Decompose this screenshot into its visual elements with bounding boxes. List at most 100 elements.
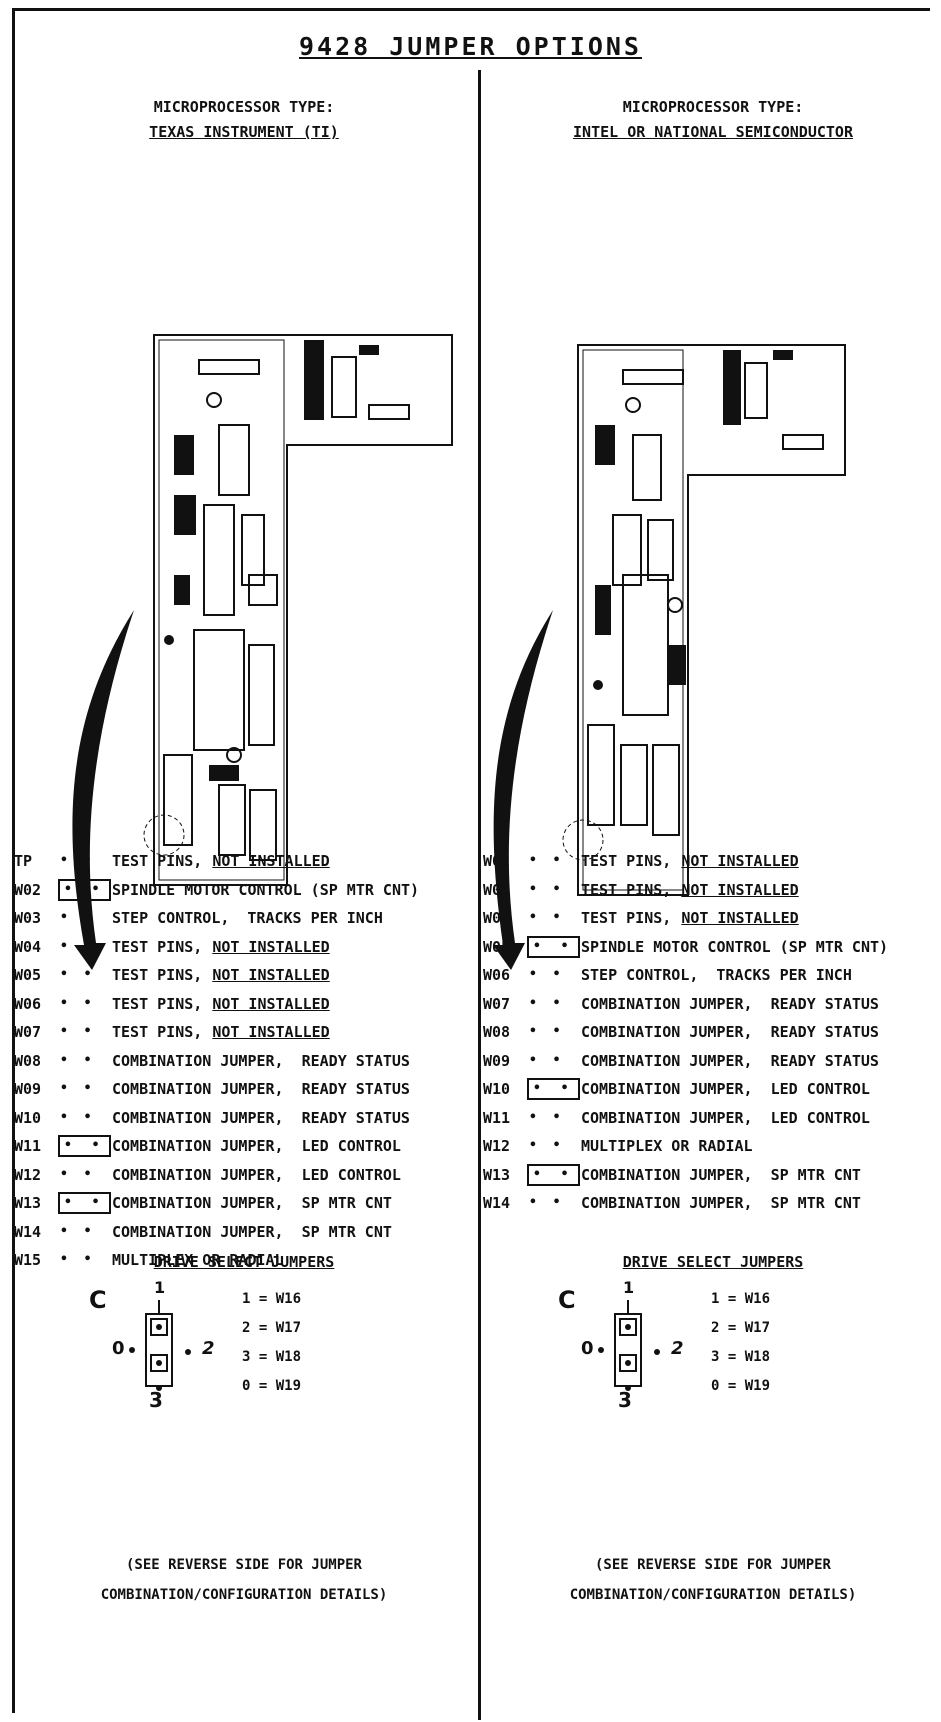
ti-jumper-desc-text: COMBINATION JUMPER,	[112, 1051, 284, 1070]
ti-jumper-row: W15• •MULTIPLEX OR RADIAL	[14, 1246, 474, 1275]
ti-jumper-pins: • •	[58, 1166, 112, 1184]
ti-jumper-description: COMBINATION JUMPER, LED CONTROL	[112, 1137, 401, 1155]
ti-jumper-id: W03	[14, 909, 42, 928]
ti-jumper-function: READY STATUS	[301, 1080, 410, 1099]
ti-jumper-pins: • •	[58, 1223, 112, 1241]
jumper-pins-icon: • •	[529, 1024, 565, 1040]
intel-jumper-id: W11	[483, 1108, 511, 1127]
ti-jumper-pins: • •	[58, 1135, 112, 1158]
intel-jumper-row: W05• •SPINDLE MOTOR CONTROL (SP MTR CNT)	[483, 933, 941, 962]
intel-jumper-desc-text: COMBINATION JUMPER,	[581, 1023, 753, 1042]
intel-jumper-desc-text: COMBINATION JUMPER,	[581, 1165, 753, 1184]
ti-ds-mapping: 1 = W16 2 = W17 3 = W18 0 = W19	[242, 1285, 301, 1401]
ti-jumper-id: W12	[14, 1165, 42, 1184]
intel-jumper-desc-text: COMBINATION JUMPER,	[581, 994, 753, 1013]
ti-jumper-pins: • •	[58, 966, 112, 984]
ti-heading: MICROPROCESSOR TYPE: TEXAS INSTRUMENT (T…	[14, 95, 474, 145]
ti-jumper-desc-text: STEP CONTROL,	[112, 909, 230, 928]
jumper-pins-icon: • •	[529, 1052, 565, 1068]
ti-ds-jumper-block	[129, 1300, 191, 1391]
ti-ds-label-3: 3	[149, 1388, 163, 1412]
intel-jumper-desc-text: MULTIPLEX OR RADIAL	[581, 1137, 753, 1156]
jumper-installed-pins-icon: • •	[527, 935, 581, 958]
intel-jumper-description: COMBINATION JUMPER,READY STATUS	[581, 1023, 879, 1041]
ti-ds-map-row: 3 = W18	[242, 1349, 302, 1365]
intel-jumper-row: W12• •MULTIPLEX OR RADIAL	[483, 1132, 941, 1161]
intel-jumper-description: TEST PINS, NOT INSTALLED	[581, 852, 799, 870]
intel-jumper-description: STEP CONTROL,TRACKS PER INCH	[581, 966, 852, 984]
intel-jumper-row: W07• •COMBINATION JUMPER,READY STATUS	[483, 990, 941, 1019]
ti-jumper-row: TP• •TEST PINS,NOT INSTALLED	[14, 847, 474, 876]
intel-jumper-id: W09	[483, 1051, 511, 1070]
ti-heading-label: MICROPROCESSOR TYPE:	[153, 98, 335, 116]
ti-jumper-row: W05• •TEST PINS,NOT INSTALLED	[14, 961, 474, 990]
intel-jumper-desc-text: TEST PINS,	[581, 880, 672, 899]
ti-jumper-id: TP	[14, 852, 33, 871]
intel-jumper-description: COMBINATION JUMPER,SP MTR CNT	[581, 1166, 861, 1184]
jumper-pins-icon: • •	[60, 1024, 96, 1040]
intel-jumper-pins: • •	[527, 935, 581, 958]
intel-ds-label-2: 2	[671, 1338, 684, 1359]
ti-jumper-row: W14• •COMBINATION JUMPER,SP MTR CNT	[14, 1218, 474, 1247]
intel-jumper-row: W04• •TEST PINS,NOT INSTALLED	[483, 904, 941, 933]
intel-jumper-pins: • •	[527, 1137, 581, 1155]
ti-jumper-desc-text: COMBINATION JUMPER,	[112, 1137, 284, 1156]
ti-jumper-pins: • •	[58, 1023, 112, 1041]
intel-ds-map-row: 3 = W18	[711, 1349, 771, 1365]
intel-jumper-description: COMBINATION JUMPER,LED CONTROL	[581, 1109, 870, 1127]
intel-jumper-description: MULTIPLEX OR RADIAL	[581, 1137, 753, 1155]
intel-jumper-row: W14• •COMBINATION JUMPER,SP MTR CNT	[483, 1189, 941, 1218]
intel-drive-select-diagram: C 1 0 2 3 1 = W16 2 = W17 3 = W18 0 = W1…	[483, 1278, 941, 1430]
intel-board-illustration	[483, 245, 941, 1045]
intel-column: MICROPROCESSOR TYPE: INTEL OR NATIONAL S…	[483, 95, 941, 1603]
ti-jumper-function: LED CONTROL	[301, 1137, 401, 1156]
intel-heading-type: INTEL OR NATIONAL SEMICONDUCTOR	[573, 123, 853, 141]
jumper-pins-icon: • •	[60, 1223, 96, 1239]
ti-ds-label-c: C	[89, 1286, 107, 1314]
intel-jumper-note: NOT INSTALLED	[681, 909, 799, 928]
ti-jumper-row: W03 • •STEP CONTROL, TRACKS PER INCH	[14, 904, 474, 933]
intel-jumper-note: NOT INSTALLED	[681, 852, 799, 871]
intel-ds-jumper-block	[598, 1300, 660, 1391]
ti-reverse-note: (SEE REVERSE SIDE FOR JUMPER COMBINATION…	[14, 1550, 474, 1610]
ti-jumper-id: W05	[14, 966, 42, 985]
intel-jumper-pins: • •	[527, 1109, 581, 1127]
ti-jumper-desc-text: MULTIPLEX OR RADIAL	[112, 1251, 284, 1270]
ti-jumper-function: TRACKS PER INCH	[247, 909, 383, 928]
column-divider	[478, 70, 481, 1720]
page-title: 9428 JUMPER OPTIONS	[299, 32, 642, 61]
intel-jumper-row: W08 • • COMBINATION JUMPER,READY STATUS	[483, 1018, 941, 1047]
ti-jumper-pins: • •	[58, 909, 112, 927]
intel-jumper-id: W14	[483, 1194, 511, 1213]
ti-jumper-description: COMBINATION JUMPER,READY STATUS	[112, 1052, 410, 1070]
ti-jumper-id: W09	[14, 1080, 42, 1099]
ti-jumper-function: READY STATUS	[301, 1108, 410, 1127]
intel-jumper-id: W08	[483, 1023, 511, 1042]
ti-jumper-description: TEST PINS,NOT INSTALLED	[112, 938, 330, 956]
ti-jumper-id: W06	[14, 994, 42, 1013]
ti-jumper-function: SP MTR CNT	[301, 1194, 392, 1213]
intel-jumper-function: LED CONTROL	[770, 1080, 870, 1099]
intel-jumper-function: TRACKS PER INCH	[716, 966, 852, 985]
intel-jumper-desc-text: COMBINATION JUMPER,	[581, 1080, 753, 1099]
ti-jumper-note: NOT INSTALLED	[212, 937, 330, 956]
ti-jumper-description: COMBINATION JUMPER, READY STATUS	[112, 1080, 410, 1098]
ti-jumper-description: TEST PINS,NOT INSTALLED	[112, 1023, 330, 1041]
jumper-installed-pins-icon: • •	[58, 1192, 112, 1215]
intel-jumper-pins: • •	[527, 995, 581, 1013]
intel-jumper-pins: • •	[527, 881, 581, 899]
ti-jumper-row: W04• •TEST PINS,NOT INSTALLED	[14, 933, 474, 962]
intel-jumper-desc-text: TEST PINS,	[581, 852, 672, 871]
ti-ds-map-row: 0 = W19	[242, 1378, 302, 1394]
intel-jumper-function: LED CONTROL	[770, 1108, 870, 1127]
intel-jumper-description: TEST PINS,NOT INSTALLED	[581, 881, 799, 899]
ti-jumper-desc-text: COMBINATION JUMPER,	[112, 1080, 284, 1099]
intel-ds-map-row: 0 = W19	[711, 1378, 771, 1394]
ti-jumper-id: W13	[14, 1194, 42, 1213]
ti-jumper-pins: • •	[58, 1251, 112, 1269]
ti-jumper-description: COMBINATION JUMPER,SP MTR CNT	[112, 1223, 392, 1241]
jumper-pins-icon: • •	[529, 967, 565, 983]
intel-ds-label-3: 3	[618, 1388, 632, 1412]
ti-jumper-row: W11• •COMBINATION JUMPER,LED CONTROL	[14, 1132, 474, 1161]
